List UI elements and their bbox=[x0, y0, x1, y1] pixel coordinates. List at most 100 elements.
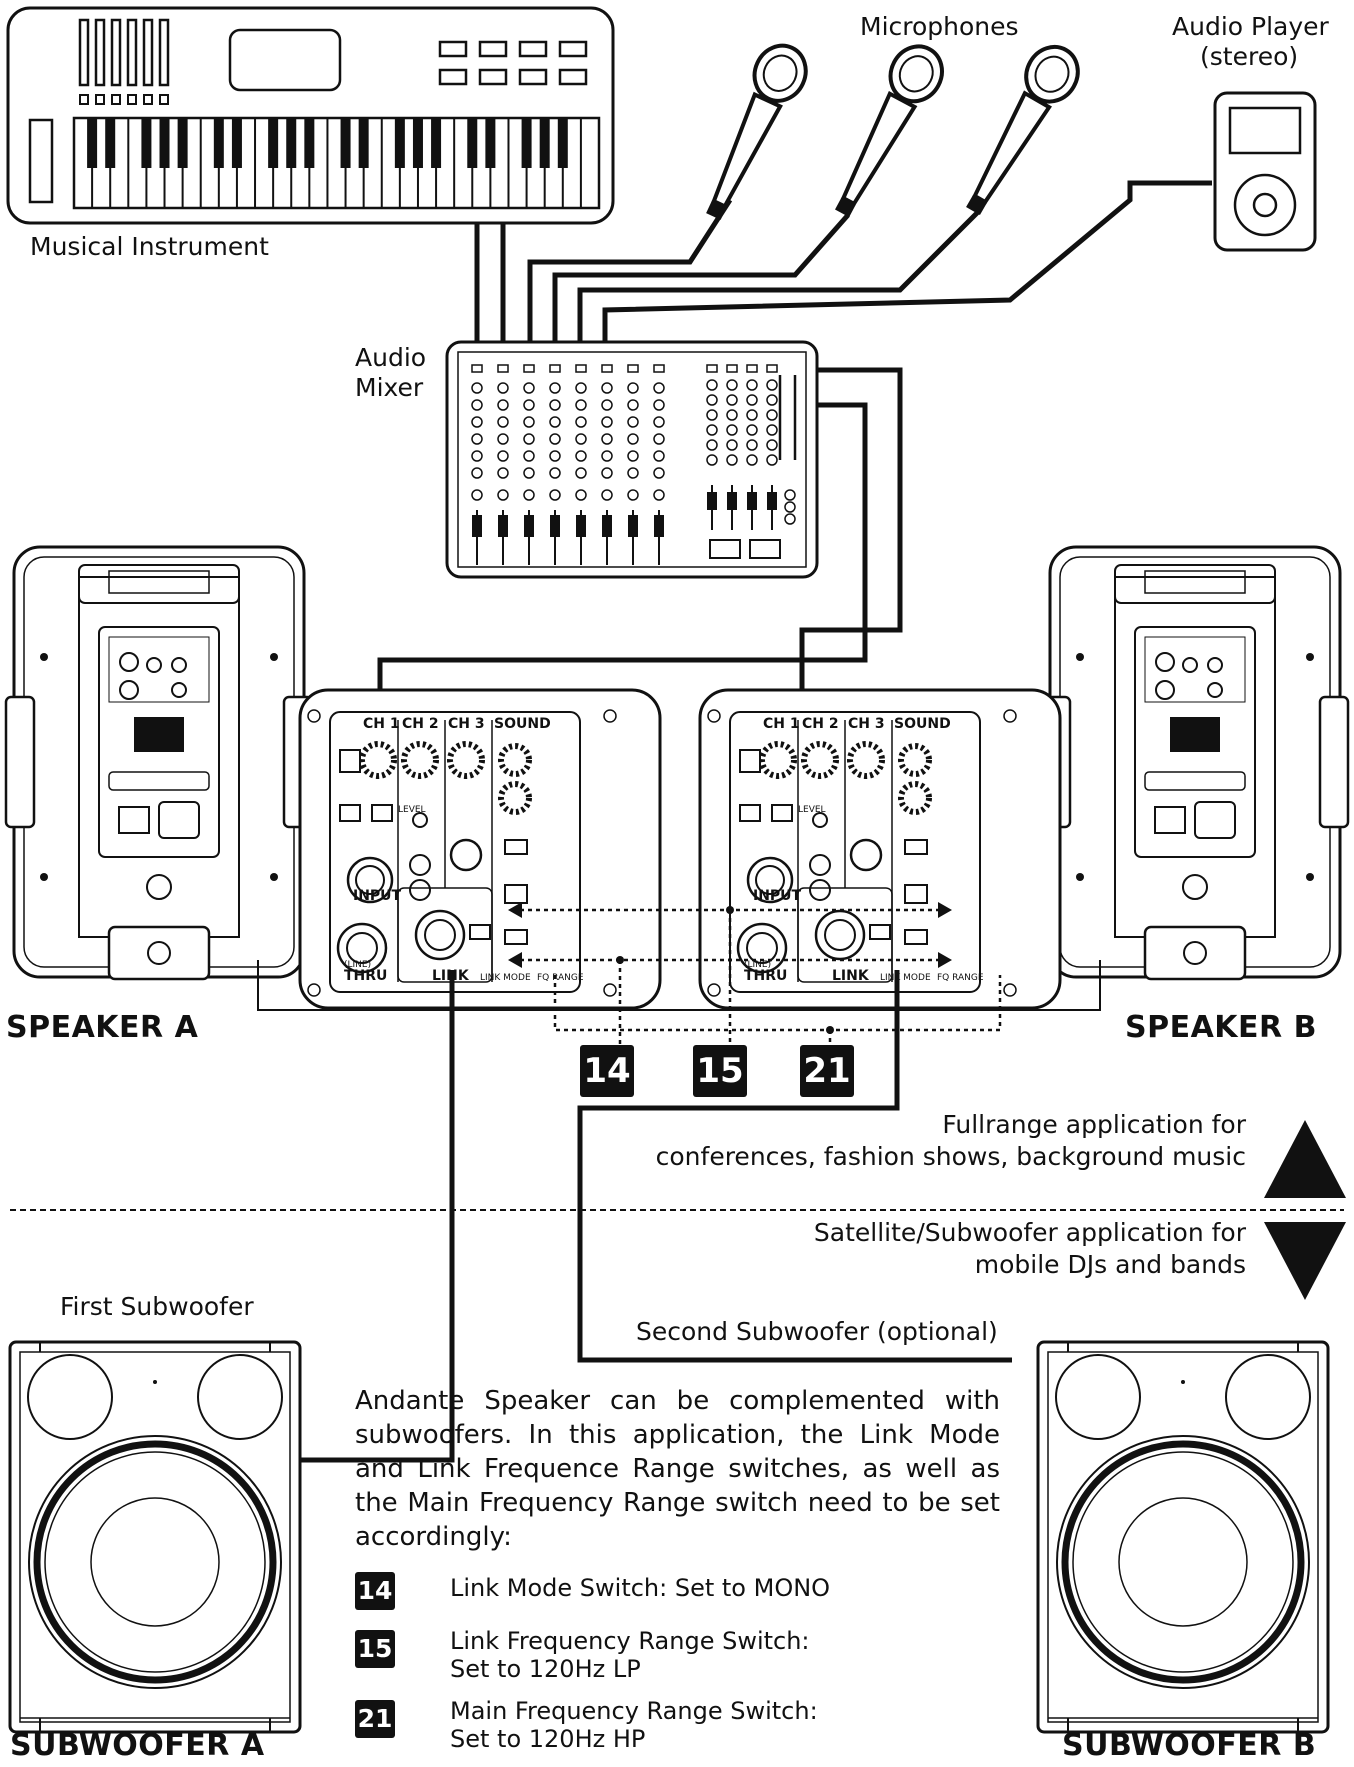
mixer-knob bbox=[497, 489, 509, 501]
keyboard-black-key bbox=[485, 118, 496, 168]
mixer-channel-led bbox=[497, 364, 509, 373]
mixer-knob bbox=[497, 450, 509, 462]
mixer-knob bbox=[601, 433, 613, 445]
second-subwoofer-label: Second Subwoofer (optional) bbox=[636, 1317, 998, 1346]
mixer-knob bbox=[627, 399, 639, 411]
mixer-knob bbox=[549, 467, 561, 479]
keyboard-black-key bbox=[557, 118, 568, 168]
mixer-knob bbox=[575, 489, 587, 501]
mixer-master-knob bbox=[746, 379, 758, 391]
panel-a-fq-range-label: FQ RANGE bbox=[537, 973, 584, 983]
audio-player-device bbox=[1213, 91, 1317, 252]
microphone-1 bbox=[688, 35, 817, 230]
mixer-knob bbox=[627, 467, 639, 479]
mixer-knob bbox=[549, 489, 561, 501]
note-badge-15: 15 bbox=[355, 1630, 395, 1668]
keyboard-black-key bbox=[539, 118, 550, 168]
panel-b-link-label: LINK bbox=[832, 968, 870, 984]
mixer-knob bbox=[471, 467, 483, 479]
mixer-knob bbox=[471, 399, 483, 411]
mixer-master-knob bbox=[706, 439, 718, 451]
mixer-knob bbox=[601, 416, 613, 428]
keyboard-button bbox=[438, 68, 468, 86]
mixer-knob bbox=[549, 416, 561, 428]
mixer-master-knob bbox=[746, 439, 758, 451]
musical-instrument-keyboard bbox=[6, 6, 615, 225]
keyboard-button bbox=[558, 40, 588, 58]
note-21-line2: Set to 120Hz HP bbox=[450, 1725, 646, 1753]
fullrange-text-1: Fullrange application for bbox=[942, 1110, 1246, 1139]
panel-a-link-mode-label: LINK MODE bbox=[480, 973, 531, 983]
mixer-knob bbox=[653, 399, 665, 411]
keyboard-black-key bbox=[213, 118, 224, 168]
mixer-master-knob bbox=[766, 379, 778, 391]
keyboard-black-key bbox=[159, 118, 170, 168]
mixer-knob bbox=[471, 433, 483, 445]
mixer-knob bbox=[653, 467, 665, 479]
mixer-master-knob bbox=[746, 394, 758, 406]
keyboard-button bbox=[478, 40, 508, 58]
mixer-master-knob bbox=[766, 424, 778, 436]
microphone-3 bbox=[949, 35, 1090, 226]
keyboard-button bbox=[558, 68, 588, 86]
panel-b-thru-label: THRU bbox=[744, 968, 787, 984]
mixer-knob bbox=[471, 450, 483, 462]
keyboard-black-key bbox=[105, 118, 116, 168]
panel-a-ch1-label: CH 1 bbox=[363, 716, 400, 732]
mixer-master-knob bbox=[706, 409, 718, 421]
panel-b-input-label: INPUT bbox=[753, 888, 802, 904]
keyboard-black-key bbox=[304, 118, 315, 168]
subwoofer-b-cabinet bbox=[1038, 1342, 1328, 1732]
mixer-knob bbox=[627, 416, 639, 428]
keyboard-black-key bbox=[141, 118, 152, 168]
panel-a-sound-label: SOUND bbox=[494, 716, 551, 732]
audio-mixer-device bbox=[445, 340, 819, 579]
panel-b-fq-range-label: FQ RANGE bbox=[937, 973, 984, 983]
mixer-knob bbox=[653, 433, 665, 445]
keyboard-slider bbox=[158, 18, 170, 87]
mixer-knob bbox=[575, 399, 587, 411]
panel-a-input-label: INPUT bbox=[353, 888, 402, 904]
callout-arrows bbox=[508, 902, 952, 1034]
mixer-master-knob bbox=[726, 454, 738, 466]
mixer-channel-led bbox=[653, 364, 665, 373]
panel-b-sound-label: SOUND bbox=[894, 716, 951, 732]
keyboard-slider bbox=[78, 18, 90, 87]
panel-a-ch2-label: CH 2 bbox=[402, 716, 439, 732]
subwoofer-a-title: SUBWOOFER A bbox=[10, 1728, 265, 1763]
panel-a-ch3-label: CH 3 bbox=[448, 716, 485, 732]
mixer-fader-cap bbox=[472, 515, 482, 537]
mixer-master-knob bbox=[766, 394, 778, 406]
keyboard-button bbox=[438, 40, 468, 58]
keyboard-slider-button bbox=[143, 94, 153, 105]
mixer-channel-led bbox=[471, 364, 483, 373]
mixer-master-knob bbox=[706, 379, 718, 391]
audio-player-label: Audio Player bbox=[1172, 12, 1329, 41]
mixer-aux-knob bbox=[784, 489, 796, 501]
panel-b-level-label: LEVEL bbox=[798, 805, 826, 815]
keyboard-black-key bbox=[358, 118, 369, 168]
audio-label: Audio bbox=[355, 343, 427, 372]
mixer-knob bbox=[601, 399, 613, 411]
speaker-b-cabinet bbox=[1040, 545, 1350, 981]
mixer-knob bbox=[497, 382, 509, 394]
keyboard-slider-button bbox=[111, 94, 121, 105]
mixer-knob bbox=[549, 382, 561, 394]
keyboard-black-key bbox=[431, 118, 442, 168]
note-15-line1: Link Frequency Range Switch: bbox=[450, 1627, 810, 1655]
mixer-channel-led bbox=[601, 364, 613, 373]
mixer-knob bbox=[523, 489, 535, 501]
mixer-master-knob bbox=[706, 454, 718, 466]
mixer-knob bbox=[471, 416, 483, 428]
input-cables bbox=[474, 180, 1212, 342]
mixer-master-fader-cap bbox=[727, 492, 737, 510]
mixer-knob bbox=[523, 382, 535, 394]
note-14-line1: Link Mode Switch: Set to MONO bbox=[450, 1574, 831, 1602]
note-badge-21: 21 bbox=[355, 1700, 395, 1738]
mixer-master-knob bbox=[726, 394, 738, 406]
mixer-aux-knob bbox=[784, 513, 796, 525]
keyboard-slider bbox=[142, 18, 154, 87]
mixer-knob bbox=[549, 399, 561, 411]
mixer-channel-led bbox=[549, 364, 561, 373]
